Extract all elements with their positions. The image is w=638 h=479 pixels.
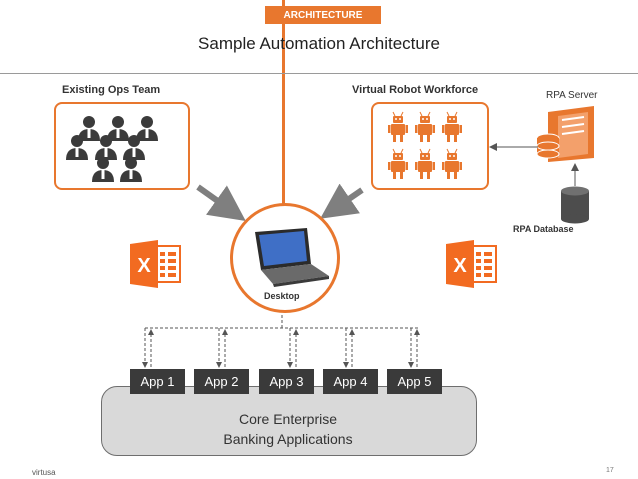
excel-icon: X bbox=[446, 240, 497, 288]
desktop-label: Desktop bbox=[264, 291, 300, 301]
core-banking-label: Core Enterprise Banking Applications bbox=[101, 409, 475, 449]
app-5: App 5 bbox=[387, 369, 442, 394]
laptop-icon bbox=[255, 228, 329, 287]
svg-text:X: X bbox=[453, 255, 467, 277]
center-divider-line bbox=[282, 0, 285, 206]
rpa-server-label: RPA Server bbox=[546, 90, 598, 101]
ops-team-box bbox=[54, 102, 190, 190]
title-rule bbox=[0, 73, 638, 74]
robots-to-desktop-arrow bbox=[320, 183, 364, 219]
dashed-connectors bbox=[142, 315, 420, 368]
ops-to-desktop-arrow bbox=[196, 184, 246, 221]
database-icon bbox=[561, 186, 589, 224]
rpa-database-label: RPA Database bbox=[513, 224, 574, 234]
desktop-node bbox=[230, 203, 340, 313]
app-3: App 3 bbox=[259, 369, 314, 394]
app-2: App 2 bbox=[194, 369, 249, 394]
core-line-1: Core Enterprise bbox=[238, 411, 338, 427]
ops-team-label: Existing Ops Team bbox=[62, 84, 161, 96]
core-line-2: Banking Applications bbox=[223, 431, 353, 447]
core-banking-container bbox=[101, 386, 477, 456]
app-1: App 1 bbox=[130, 369, 185, 394]
robot-workforce-label: Virtual Robot Workforce bbox=[352, 84, 479, 96]
server-icon bbox=[536, 106, 594, 162]
section-tab: ARCHITECTURE bbox=[265, 6, 381, 24]
page-number: 17 bbox=[606, 467, 614, 474]
virtusa-logo: virtusa bbox=[32, 468, 56, 477]
robot-workforce-box bbox=[371, 102, 489, 190]
svg-text:X: X bbox=[137, 255, 151, 277]
page-title: Sample Automation Architecture bbox=[198, 34, 440, 53]
app-4: App 4 bbox=[323, 369, 378, 394]
excel-icon: X bbox=[130, 240, 181, 288]
